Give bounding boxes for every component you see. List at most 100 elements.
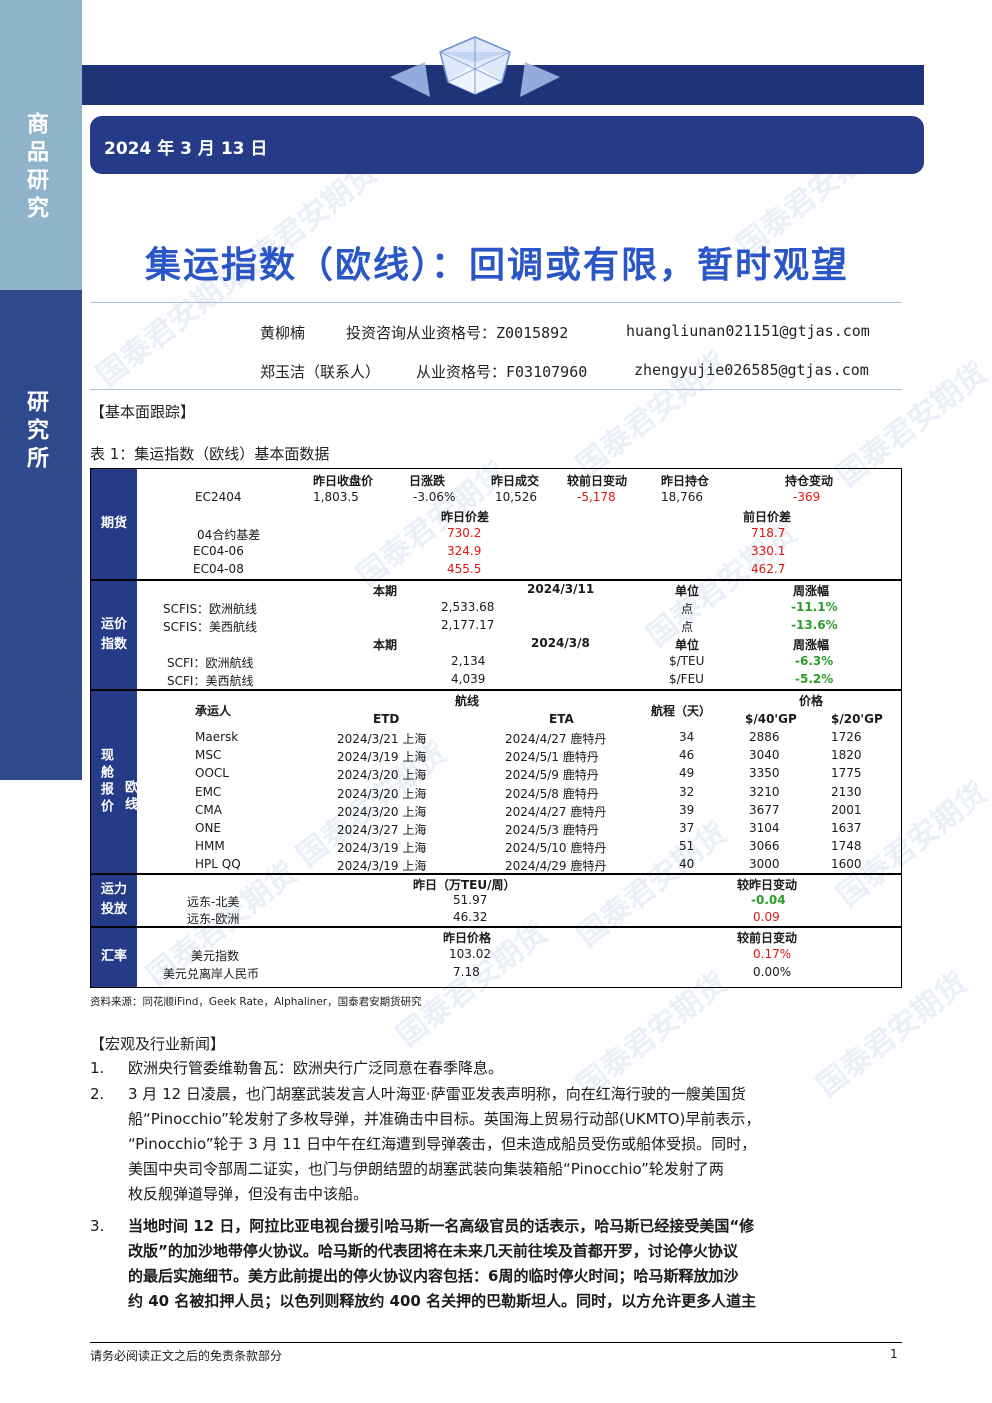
- spot-price-20: 1748: [831, 839, 862, 854]
- spot-eta: 2024/4/29 鹿特丹: [505, 859, 607, 874]
- index-name: SCFI：欧洲航线: [167, 656, 254, 670]
- fx-name: 美元指数: [191, 949, 240, 963]
- spot-price-20: 1820: [831, 748, 862, 763]
- header-basis-prev: 前日价差: [743, 510, 792, 524]
- news-line: 改版”的加沙地带停火协议。哈马斯的代表团将在未来几天前往埃及首都开罗，讨论停火协…: [128, 1242, 738, 1260]
- spot-carrier: HPL QQ: [195, 857, 241, 872]
- spot-etd: 2024/3/20 上海: [337, 804, 427, 819]
- index-change: -6.3%: [795, 654, 834, 668]
- spot-voyage-days: 32: [679, 784, 695, 799]
- header-capacity: 昨日（万TEU/周）: [413, 878, 516, 892]
- table-source: 资料来源：同花顺iFind，Geek Rate，Alphaliner，国泰君安期…: [90, 996, 422, 1008]
- oi-change: -369: [793, 490, 821, 504]
- index-value: 4,039: [451, 672, 486, 686]
- basis-yesterday: 324.9: [447, 544, 482, 558]
- basis-label: 04合约基差: [197, 528, 261, 542]
- header-current: 本期: [373, 638, 398, 652]
- index-change: -11.1%: [791, 600, 838, 614]
- spot-price-40: 2886: [749, 730, 780, 744]
- spot-price-20: 2130: [831, 784, 862, 799]
- news-item: 欧洲央行管委维勒鲁瓦：欧洲央行广泛同意在春季降息。: [128, 1056, 503, 1081]
- spot-price-20: 1600: [831, 857, 862, 872]
- basis-label: EC04-08: [193, 562, 244, 576]
- footer-disclaimer: 请务必阅读正文之后的免责条款部分: [90, 1349, 283, 1363]
- spot-voyage-days: 51: [679, 839, 695, 854]
- author-email[interactable]: zhengyujie026585@gtjas.com: [634, 361, 869, 379]
- basis-label: EC04-06: [193, 544, 244, 558]
- volume: 10,526: [495, 490, 537, 504]
- spot-carrier: Maersk: [195, 730, 239, 744]
- header-weekly-change: 周涨幅: [793, 584, 830, 598]
- header-open-interest: 昨日持仓: [661, 474, 710, 488]
- capacity-value: 51.97: [453, 893, 488, 907]
- basis-prev: 330.1: [751, 544, 786, 558]
- news-line: 约 40 名被扣押人员；以色列则释放约 400 名关押的巴勒斯坦人。同时，以方允…: [128, 1292, 757, 1310]
- index-unit: 点: [681, 602, 694, 616]
- spot-price-40: 3000: [749, 857, 780, 872]
- news-item: 3 月 12 日凌晨，也门胡塞武装发言人叶海亚·萨雷亚发表声明称，向在红海行驶的…: [128, 1082, 902, 1207]
- spot-etd: 2024/3/19 上海: [337, 750, 427, 765]
- fx-name: 美元兑离岸人民币: [163, 967, 260, 981]
- spot-etd: 2024/3/27 上海: [337, 823, 427, 837]
- author-name: 黄柳楠: [260, 324, 306, 342]
- basis-prev: 462.7: [751, 562, 786, 576]
- index-name: SCFIS：美西航线: [163, 620, 258, 634]
- index-unit: $/TEU: [669, 654, 705, 668]
- row-divider: [91, 579, 901, 581]
- block-spot-right: 欧线: [122, 779, 137, 814]
- news-line: 欧洲央行管委维勒鲁瓦：欧洲央行广泛同意在春季降息。: [128, 1059, 504, 1077]
- index-name: SCFI：美西航线: [167, 674, 254, 688]
- news-number: 1.: [90, 1059, 105, 1077]
- news-line: 3 月 12 日凌晨，也门胡塞武装发言人叶海亚·萨雷亚发表声明称，向在红海行驶的…: [128, 1085, 746, 1103]
- spot-eta: 2024/5/3 鹿特丹: [505, 823, 599, 837]
- page-title: 集运指数（欧线）：回调或有限，暂时观望: [144, 244, 849, 286]
- spot-price-40: 3677: [749, 802, 780, 817]
- fx-change: 0.00%: [753, 965, 792, 979]
- capacity-change: -0.04: [751, 893, 786, 907]
- index-value: 2,177.17: [441, 618, 495, 632]
- header-voyage-days: 航程（天）: [651, 704, 712, 718]
- index-value: 2,134: [451, 654, 486, 668]
- basis-yesterday: 730.2: [447, 526, 482, 540]
- diamond-logo-icon: [390, 36, 560, 97]
- sidebar-top: 商品研究: [0, 0, 82, 290]
- header-date: 2024/3/8: [531, 636, 590, 650]
- header-carrier: 承运人: [195, 704, 232, 718]
- block-spot-left: 现舱报价: [98, 747, 113, 816]
- news-number: 2.: [90, 1085, 105, 1103]
- index-name: SCFIS：欧洲航线: [163, 602, 258, 616]
- spot-price-40: 3040: [749, 748, 780, 763]
- spot-carrier: EMC: [195, 784, 222, 799]
- spot-eta: 2024/4/27 鹿特丹: [505, 804, 607, 819]
- spot-carrier: OOCL: [195, 766, 229, 781]
- header-etd: ETD: [373, 712, 400, 726]
- index-value: 2,533.68: [441, 600, 495, 614]
- spot-etd: 2024/3/20 上海: [337, 786, 427, 801]
- title-divider: [90, 302, 902, 303]
- table-caption: 表 1：集运指数（欧线）基本面数据: [90, 445, 330, 463]
- index-change: -13.6%: [791, 618, 838, 632]
- fx-value: 7.18: [453, 965, 480, 979]
- spot-carrier: MSC: [195, 748, 222, 763]
- header-date: 2024/3/11: [527, 582, 595, 596]
- basis-prev: 718.7: [751, 526, 786, 540]
- spot-voyage-days: 39: [679, 802, 695, 817]
- spot-eta: 2024/5/1 鹿特丹: [505, 750, 599, 765]
- spot-voyage-days: 34: [679, 730, 695, 744]
- header-weekly-change: 周涨幅: [793, 638, 830, 652]
- spot-eta: 2024/5/8 鹿特丹: [505, 786, 599, 801]
- block-freight-index: 运价指数: [91, 580, 137, 689]
- fundamentals-table: 期货 运价指数 现舱报价 欧线 运力投放 汇率 昨日收盘价 日涨跌 昨日成交 较…: [90, 468, 902, 988]
- spot-price-20: 2001: [831, 802, 862, 817]
- header-route: 航线: [455, 694, 480, 708]
- author-divider: [90, 389, 902, 390]
- news-item: 当地时间 12 日，阿拉比亚电视台援引哈马斯一名高级官员的话表示，哈马斯已经接受…: [128, 1214, 902, 1314]
- author-email[interactable]: huangliunan021151@gtjas.com: [626, 322, 870, 340]
- spot-price-40: 3066: [749, 839, 780, 854]
- spot-etd: 2024/3/19 上海: [337, 859, 427, 874]
- news-line: 船“Pinocchio”轮发射了多枚导弹，并准确击中目标。英国海上贸易行动部(U…: [128, 1110, 761, 1128]
- header-capacity-change: 较昨日变动: [737, 878, 798, 892]
- daily-change: -3.06%: [413, 490, 456, 504]
- spot-voyage-days: 40: [679, 857, 695, 872]
- header-volume: 昨日成交: [491, 474, 540, 488]
